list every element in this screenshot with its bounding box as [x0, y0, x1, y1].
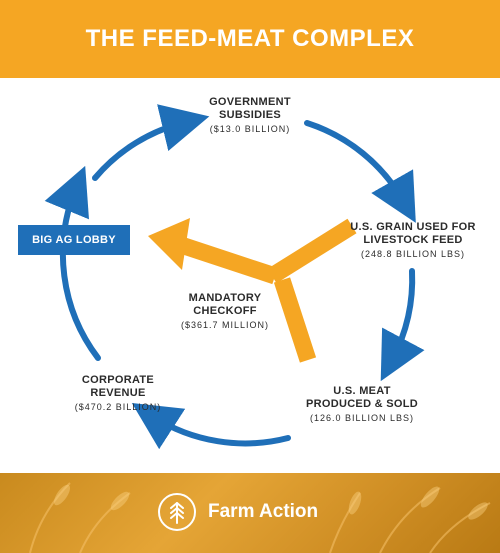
page-title: THE FEED-MEAT COMPLEX	[85, 25, 415, 52]
node-corporate-revenue: CORPORATE REVENUE ($470.2 BILLION)	[74, 374, 162, 412]
arrow-lobby-to-subsidies	[92, 104, 210, 181]
node-government-subsidies: GOVERNMENT SUBSIDIES ($13.0 BILLION)	[209, 96, 291, 134]
node-big-ag-lobby: BIG AG LOBBY	[18, 225, 130, 255]
arrow-subsidies-to-grain	[304, 120, 416, 223]
arrow-meat-to-revenue	[131, 403, 291, 450]
node-mandatory-checkoff: MANDATORY CHECKOFF ($361.7 MILLION)	[180, 292, 270, 330]
checkoff-flow-arrows	[175, 218, 357, 363]
checkoff-arrowhead	[148, 218, 190, 270]
wheat-arrow-icon	[158, 493, 196, 531]
node-grain-livestock-feed: U.S. GRAIN USED FOR LIVESTOCK FEED (248.…	[350, 221, 476, 259]
cycle-arrows	[44, 104, 425, 450]
footer-banner: Farm Action	[0, 473, 500, 553]
arrow-revenue-to-lobby	[44, 165, 101, 361]
brand-name: Farm Action	[208, 501, 319, 522]
feed-meat-cycle-diagram: GOVERNMENT SUBSIDIES ($13.0 BILLION) U.S…	[0, 78, 500, 473]
farm-action-logo: Farm Action	[158, 493, 318, 531]
wheat-background	[29, 482, 491, 553]
header-banner: THE FEED-MEAT COMPLEX	[0, 0, 500, 78]
arrow-grain-to-meat	[380, 268, 425, 382]
node-meat-produced-sold: U.S. MEAT PRODUCED & SOLD (126.0 BILLION…	[305, 385, 419, 423]
